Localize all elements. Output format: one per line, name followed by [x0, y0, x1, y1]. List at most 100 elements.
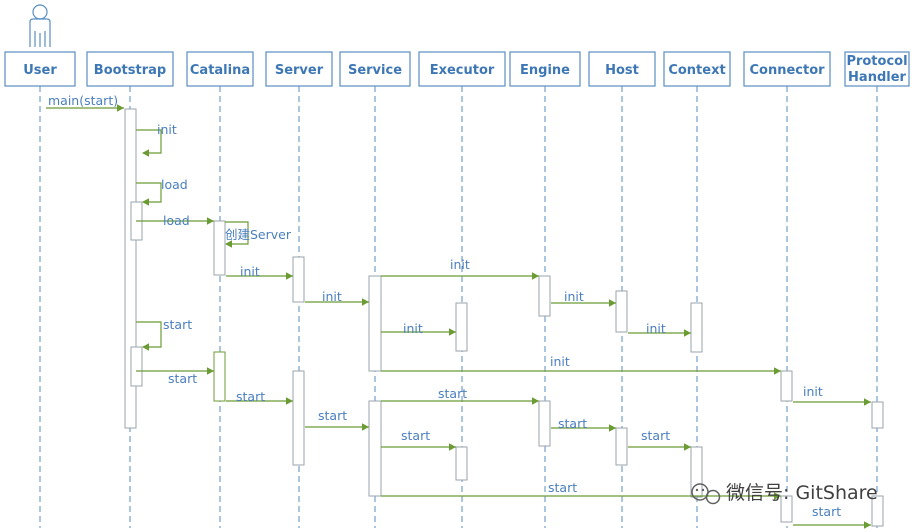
arrow-head — [207, 367, 214, 375]
arrow-head — [774, 367, 781, 375]
participant-context: Context — [663, 51, 731, 87]
message-server-to-service: init — [305, 289, 369, 306]
participant-label: Service — [348, 63, 402, 78]
message-host-to-context: start — [628, 428, 691, 451]
arrow-head — [774, 492, 781, 500]
activation-bar-catalina — [213, 220, 226, 276]
message-service-to-engine: init — [381, 257, 539, 280]
activation-bar-server — [292, 370, 305, 466]
arrow-head — [532, 397, 539, 405]
message-label: start — [812, 504, 841, 519]
message-catalina-to-catalina: 创建Server — [225, 221, 292, 248]
message-service-to-executor: init — [381, 321, 456, 336]
message-engine-to-host: init — [551, 289, 616, 307]
message-label: start — [236, 389, 265, 404]
activation-bar-connector — [780, 370, 793, 402]
participant-box — [4, 51, 76, 87]
participant-bootstrap: Bootstrap — [86, 51, 174, 87]
message-label: start — [168, 371, 197, 386]
message-service-to-engine: start — [381, 386, 539, 405]
participant-host: Host — [588, 51, 656, 87]
message-bootstrap-to-catalina: start — [136, 367, 214, 386]
message-server-to-service: start — [305, 408, 369, 431]
participant-box — [663, 51, 731, 87]
message-bootstrap-to-bootstrap: init — [136, 122, 177, 157]
arrow-head — [286, 397, 293, 405]
arrow-head — [864, 521, 871, 529]
activation-bar-service — [368, 400, 382, 497]
wechat-icon — [691, 483, 721, 505]
participant-box — [844, 51, 910, 87]
message-label: start — [558, 416, 587, 431]
message-label: init — [803, 384, 823, 399]
participant-box — [339, 51, 411, 87]
activation-bar-protocolhandler — [871, 495, 884, 527]
participant-box — [743, 51, 831, 87]
arrow-head — [225, 240, 232, 248]
message-line — [136, 182, 162, 203]
participant-label: Engine — [520, 63, 570, 78]
arrow-head — [684, 443, 691, 451]
message-label: main(start) — [48, 93, 118, 108]
arrow-head — [286, 272, 293, 280]
participant-label-line: Handler — [848, 70, 906, 85]
activation-bar-engine — [538, 400, 551, 447]
message-label: init — [240, 264, 260, 279]
participant-catalina: Catalina — [186, 51, 254, 87]
participant-label: Catalina — [190, 63, 250, 78]
activation-bar-catalina — [213, 351, 226, 402]
activation-bar-server — [292, 256, 305, 303]
arrow-head — [532, 272, 539, 280]
message-label: 创建Server — [225, 227, 292, 242]
participant-label: Executor — [430, 63, 495, 78]
message-label: load — [163, 213, 190, 228]
message-host-to-context: init — [628, 321, 691, 337]
message-label: start — [163, 317, 192, 332]
activation-bar-executor — [455, 446, 468, 481]
activation-bar-host — [615, 290, 628, 333]
activation-bar-bootstrap — [130, 346, 143, 387]
participant-label: Host — [605, 63, 639, 78]
participant-label: Bootstrap — [94, 63, 166, 78]
person-icon — [29, 4, 51, 47]
participant-label: Server — [275, 63, 324, 78]
participant-user: User — [4, 51, 76, 87]
arrow-head — [207, 217, 214, 225]
watermark-text: 微信号: GitShare — [726, 482, 878, 504]
activation-bar-service — [368, 275, 382, 372]
arrow-head — [449, 328, 456, 336]
arrow-head — [142, 149, 149, 157]
participant-box — [418, 51, 506, 87]
message-label: start — [548, 480, 577, 495]
participant-label: Connector — [749, 63, 825, 78]
participant-label: User — [23, 63, 57, 78]
message-label: init — [450, 257, 470, 272]
message-bootstrap-to-bootstrap: load — [136, 177, 188, 206]
participant-box — [186, 51, 254, 87]
arrow-head — [609, 299, 616, 307]
arrow-head — [362, 298, 369, 306]
participant-box — [265, 51, 333, 87]
participant-executor: Executor — [418, 51, 506, 87]
message-label: init — [564, 289, 584, 304]
activation-bar-context — [690, 446, 703, 498]
participant-box — [86, 51, 174, 87]
arrow-head — [362, 423, 369, 431]
activation-bar-protocolhandler — [871, 401, 884, 429]
arrow-head — [117, 104, 124, 112]
participant-engine: Engine — [509, 51, 581, 87]
message-catalina-to-server: start — [226, 389, 293, 405]
arrow-head — [609, 424, 616, 432]
participant-label-line: Protocol — [846, 54, 907, 69]
message-label: start — [438, 386, 467, 401]
activation-bar-engine — [538, 275, 551, 317]
message-service-to-connector: start — [381, 480, 781, 500]
activation-bar-context — [690, 302, 703, 353]
message-engine-to-host: start — [551, 416, 616, 432]
arrow-head — [684, 329, 691, 337]
message-connector-to-protocolhandler: init — [793, 384, 871, 406]
message-user-to-bootstrap: main(start) — [46, 93, 124, 112]
